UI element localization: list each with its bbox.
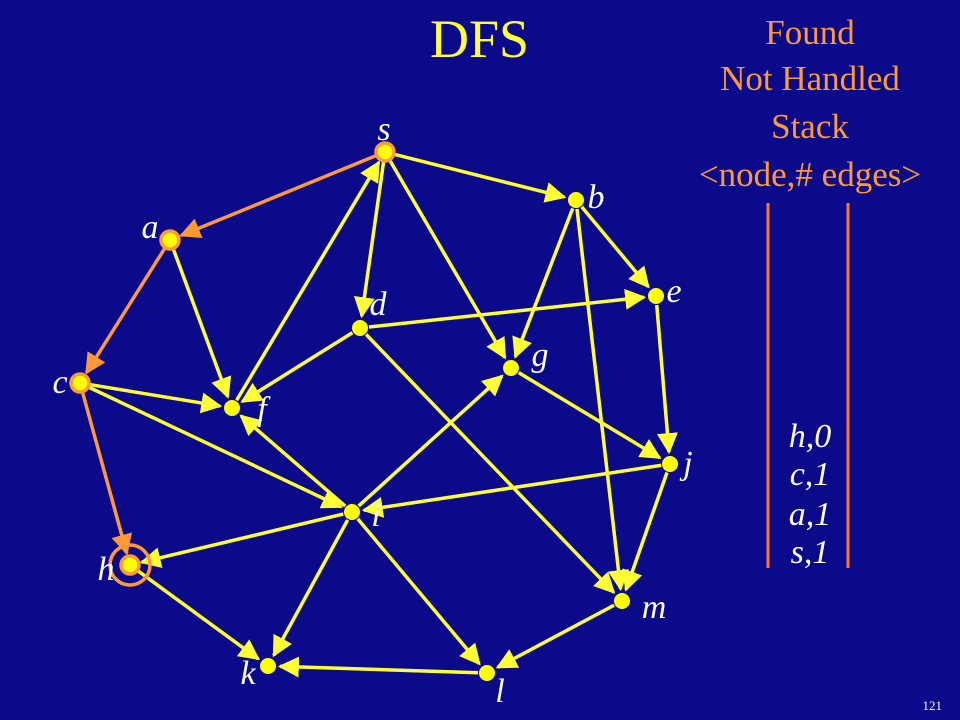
stack-item: a,1 (788, 496, 832, 533)
edge-d-e (368, 288, 647, 329)
nodes-layer: s a b c d e f g h i j k l m (52, 111, 692, 710)
node-label-b: b (588, 179, 605, 216)
node-label-l: l (495, 673, 504, 710)
node-d: d (352, 286, 388, 336)
edge-b-g (512, 207, 575, 359)
stack-item: h,0 (788, 418, 832, 455)
node-label-a: a (142, 209, 159, 246)
node-s: s (374, 111, 396, 163)
node-j: j (662, 445, 693, 482)
stack-bars (766, 203, 850, 568)
node-l: l (479, 665, 505, 710)
edge-m-l (495, 603, 615, 669)
node-dot-a (159, 229, 181, 251)
edge-e-j (655, 304, 678, 455)
node-label-s: s (377, 111, 390, 148)
node-dot-b (568, 192, 584, 208)
edge-b-m (575, 208, 629, 592)
legend-stack-format: <node,# edges> (698, 155, 922, 194)
edge-g-j (517, 371, 662, 460)
edge-i-g (357, 374, 504, 508)
node-dot-c (69, 372, 91, 394)
node-label-f: f (257, 391, 271, 428)
node-label-j: j (679, 445, 692, 482)
node-label-d: d (370, 286, 388, 323)
node-label-i: i (371, 497, 380, 534)
node-label-m: m (642, 589, 667, 626)
legend-found: Found (765, 13, 855, 52)
edge-b-e (580, 205, 650, 289)
edge-i-l (356, 517, 481, 666)
node-dot-f (224, 400, 240, 416)
node-dot-j (662, 456, 678, 472)
node-e: e (648, 273, 682, 310)
edge-h-k (136, 568, 261, 661)
node-g: g (503, 337, 549, 376)
current-node-ring (108, 543, 152, 587)
node-dot-m (614, 593, 630, 609)
node-i: i (344, 497, 381, 534)
legend-not-handled: Not Handled (720, 59, 900, 98)
edge-a-c (84, 246, 167, 375)
edge-s-b (393, 152, 567, 203)
edge-f-s (235, 160, 381, 402)
node-b: b (568, 179, 605, 216)
legend-stack: Stack (771, 107, 849, 146)
node-dot-e (648, 288, 664, 304)
edge-i-k (272, 519, 350, 658)
edge-l-k (277, 656, 479, 678)
edge-c-f (88, 382, 223, 414)
node-label-k: k (240, 655, 256, 692)
node-a: a (142, 209, 181, 251)
node-dot-s (374, 141, 396, 163)
page-title: DFS (430, 9, 530, 69)
edge-s-d (353, 160, 386, 319)
node-dot-l (479, 665, 495, 681)
edge-a-f (171, 247, 232, 399)
edge-d-f (240, 331, 354, 404)
edge-j-m (622, 471, 669, 592)
node-dot-d (352, 320, 368, 336)
node-dot-g (503, 360, 519, 376)
node-label-c: c (52, 364, 67, 401)
edge-s-g (388, 158, 507, 360)
node-h: h (98, 543, 152, 588)
node-label-g: g (532, 337, 549, 374)
stack-item: s,1 (790, 534, 830, 571)
node-label-e: e (666, 273, 681, 310)
edge-c-h (80, 391, 132, 556)
slide-number: 121 (922, 698, 943, 713)
edge-j-i (361, 463, 662, 518)
edge-d-m (364, 333, 616, 594)
edge-s-a (179, 153, 378, 239)
edge-i-h (139, 512, 344, 569)
stack-item: c,1 (789, 456, 831, 493)
node-dot-k (260, 658, 276, 674)
node-k: k (240, 655, 276, 692)
node-label-h: h (98, 551, 115, 588)
edge-c-i (87, 385, 344, 509)
node-c: c (52, 364, 91, 401)
node-dot-h (119, 554, 141, 576)
node-dot-i (344, 504, 360, 520)
edge-i-f (239, 414, 347, 508)
node-m: m (614, 589, 666, 626)
edges-layer (80, 152, 678, 678)
